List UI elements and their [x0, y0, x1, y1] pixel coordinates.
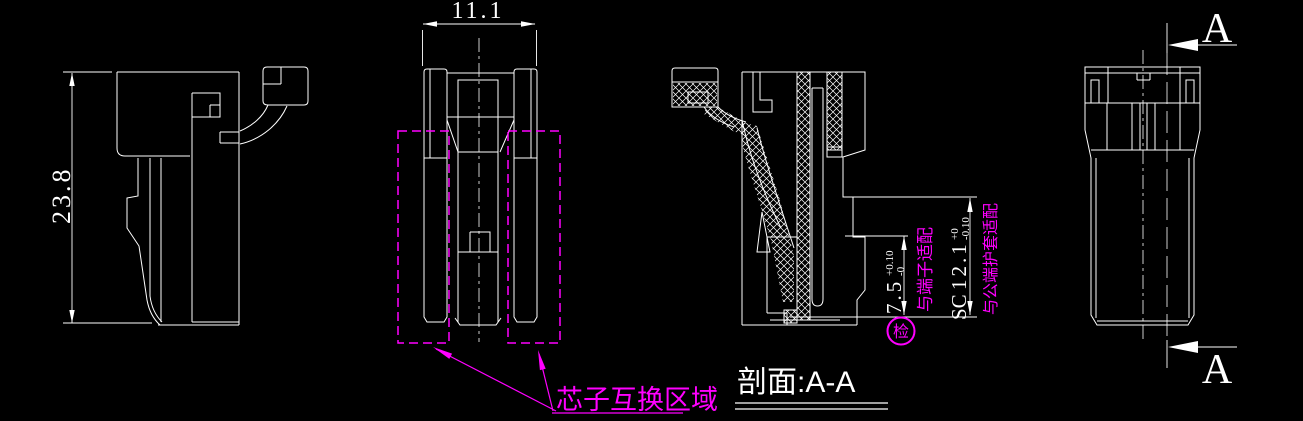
terminal-dim-tol-lower: -0	[895, 266, 907, 276]
terminal-dim-value: 7.5	[882, 279, 906, 314]
sleeve-dim-text-group: SC 12.1 +0 -0.10	[947, 217, 972, 320]
terminal-dim-arrow-top	[901, 236, 907, 250]
section-right-wall-hatch	[826, 71, 843, 151]
section-terminal-slot	[811, 87, 824, 307]
terminal-dim-arrow-bottom	[901, 301, 907, 315]
inspection-mark-circle	[886, 316, 916, 346]
sleeve-dim-tol-lower: -0.10	[960, 217, 972, 240]
side-view[interactable]: 23.8	[47, 66, 309, 326]
rear-view-slot-left	[1090, 79, 1100, 104]
inspection-mark-char: 检	[893, 323, 909, 341]
side-view-latch	[262, 66, 309, 106]
section-title-underline	[735, 402, 888, 410]
width-dim-text: 11.1	[451, 0, 504, 24]
rear-view-cavity-right	[1154, 102, 1181, 151]
sleeve-dim-arrow-top	[967, 198, 973, 212]
front-view-right-column	[513, 68, 538, 323]
terminal-dim-text-group: 7.5 +0.10 -0	[882, 250, 907, 314]
section-shelf-lines	[766, 236, 797, 325]
section-mid-wall-hatch	[796, 71, 811, 321]
section-bottom-hatch	[783, 309, 798, 324]
width-dim-lines	[422, 23, 537, 66]
front-view[interactable]: 11.1 芯子互换区域	[397, 0, 718, 415]
sleeve-dim-arrow-bottom	[967, 301, 973, 315]
section-arrow-bottom	[1168, 341, 1198, 353]
rear-view[interactable]: A A	[1084, 6, 1237, 393]
terminal-dim-note: 与端子适配	[916, 227, 935, 312]
side-view-lower-left-profile	[126, 93, 193, 326]
callout-arrowhead-left	[433, 347, 453, 359]
section-title: 剖面:A-A	[737, 366, 855, 399]
section-letter-bottom: A	[1202, 347, 1233, 393]
sleeve-dim-value: 12.1	[947, 241, 971, 290]
height-dim-text: 23.8	[47, 167, 76, 225]
section-right-wall-step	[826, 146, 843, 158]
section-letter-top: A	[1202, 6, 1233, 52]
section-extension-lines	[790, 196, 977, 318]
interchange-zone-right	[507, 130, 561, 344]
sleeve-dim-note: 与公端护套适配	[982, 203, 1000, 315]
rear-view-cavity-left	[1106, 102, 1133, 151]
front-view-center-body	[446, 72, 515, 326]
side-view-latch-catch	[192, 92, 239, 144]
front-view-left-column	[423, 68, 448, 323]
width-dim-arrow-right	[521, 21, 536, 27]
side-view-outline	[116, 71, 240, 326]
section-latch-hatch	[673, 83, 717, 106]
interchange-zone-left	[397, 130, 450, 344]
section-funnel-outline	[741, 119, 795, 253]
rear-view-slot-right	[1185, 79, 1195, 104]
section-arm-hatch	[704, 107, 746, 136]
side-view-latch-arm	[239, 104, 288, 145]
width-dim-arrow-left	[423, 21, 437, 27]
height-dim-lines	[63, 71, 152, 324]
interchange-callout-text: 芯子互换区域	[556, 385, 718, 415]
sleeve-dim-tol-upper: +0	[949, 228, 961, 240]
height-dim-arrow-top	[69, 73, 75, 86]
section-arrow-top	[1168, 39, 1198, 51]
section-view[interactable]: 7.5 +0.10 -0 与端子适配 SC 12.1 +0 -0.10 与公端护…	[671, 67, 1000, 410]
terminal-dim-tol-upper: +0.10	[884, 250, 896, 276]
callout-arrowhead-right	[538, 350, 546, 371]
sleeve-dim-prefix: SC	[947, 294, 971, 320]
section-arm-outline	[703, 106, 747, 128]
rear-view-inner-lines	[1085, 67, 1200, 322]
rear-view-outline	[1084, 66, 1201, 326]
height-dim-arrow-bottom	[69, 310, 75, 323]
